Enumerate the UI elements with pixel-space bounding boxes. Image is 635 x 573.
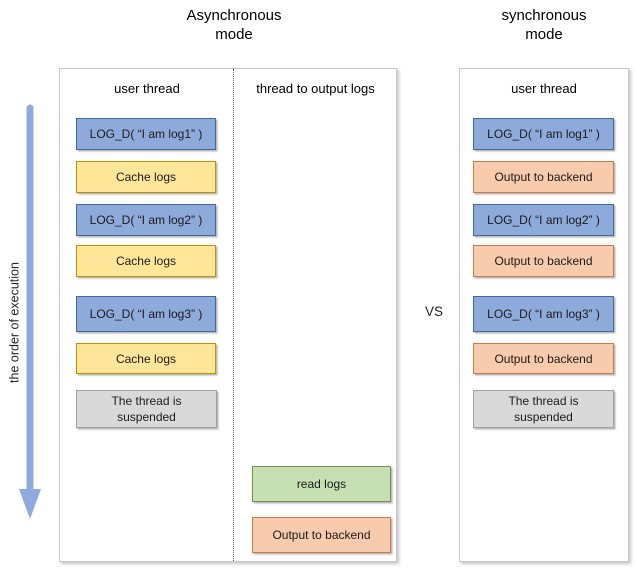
- flow-box-log2: LOG_D( “I am log2” ): [76, 204, 216, 236]
- sync-user-thread-header: user thread: [511, 81, 577, 96]
- flow-box-cache-logs: Cache logs: [76, 245, 216, 277]
- sync-mode-title: synchronous mode: [501, 7, 587, 43]
- async-mode-title: Asynchronous mode: [186, 7, 282, 43]
- flow-box-output-backend: Output to backend: [252, 517, 391, 553]
- sync-panel: user thread LOG_D( “I am log1” ) Output …: [459, 68, 629, 562]
- async-output-thread-header: thread to output logs: [256, 81, 375, 96]
- vs-label: VS: [424, 304, 443, 319]
- flow-box-output-backend: Output to backend: [473, 343, 614, 374]
- flow-box-output-backend: Output to backend: [473, 245, 614, 277]
- flow-box-log1: LOG_D( “I am log1” ): [76, 118, 216, 150]
- flow-box-read-logs: read logs: [252, 466, 391, 502]
- flow-box-cache-logs: Cache logs: [76, 161, 216, 193]
- flow-box-log1: LOG_D( “I am log1” ): [473, 118, 614, 150]
- flow-box-thread-suspended: The thread is suspended: [473, 390, 614, 428]
- flow-box-log3: LOG_D( “I am log3” ): [473, 296, 614, 332]
- async-user-thread-header: user thread: [114, 81, 180, 96]
- async-panel: user thread thread to output logs LOG_D(…: [59, 68, 397, 562]
- flow-box-cache-logs: Cache logs: [76, 343, 216, 374]
- thread-divider-line: [233, 69, 234, 561]
- flow-box-log3: LOG_D( “I am log3” ): [76, 296, 216, 332]
- flow-box-thread-suspended: The thread is suspended: [76, 390, 217, 428]
- execution-order-arrow-icon: [19, 104, 41, 519]
- flow-box-log2: LOG_D( “I am log2” ): [473, 204, 614, 236]
- flow-box-output-backend: Output to backend: [473, 161, 614, 193]
